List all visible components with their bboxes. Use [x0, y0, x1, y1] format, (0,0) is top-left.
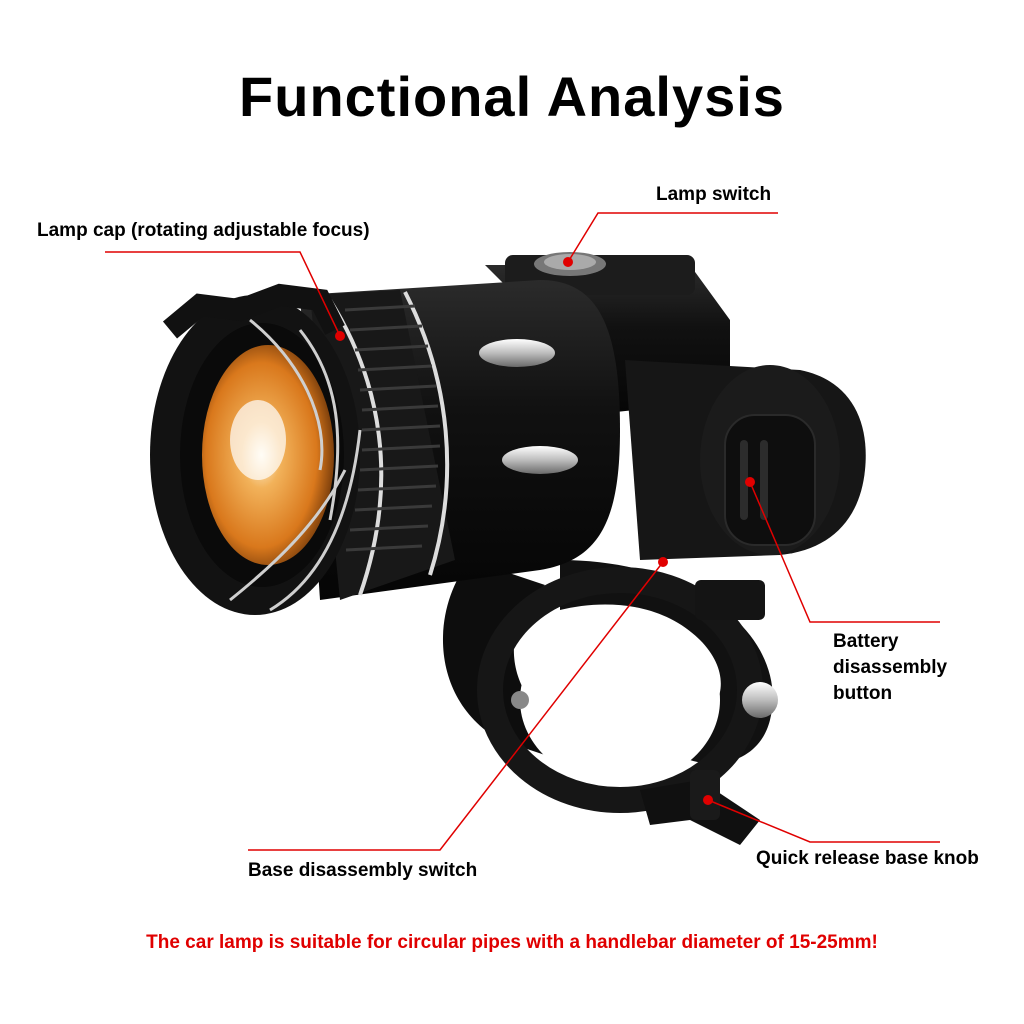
label-lamp-switch: Lamp switch [656, 184, 772, 205]
callout-line-lamp-cap [105, 251, 341, 337]
callout-line-quick-release [707, 799, 940, 843]
handlebar-clamp [442, 560, 778, 813]
compatibility-note: The car lamp is suitable for circular pi… [146, 932, 878, 953]
page-title: Functional Analysis [239, 65, 785, 128]
callout-line-base-switch [248, 561, 664, 851]
lamp-cap [150, 283, 362, 615]
label-battery-line-2: disassembly [833, 657, 948, 678]
quick-release-knob [640, 770, 760, 845]
callout-lines [105, 212, 940, 851]
callout-line-battery [749, 481, 940, 623]
label-battery-button: Battery disassembly button [833, 629, 947, 707]
label-base-switch: Base disassembly switch [248, 860, 478, 881]
label-lamp-cap: Lamp cap (rotating adjustable focus) [37, 220, 370, 241]
label-quick-release: Quick release base knob [756, 848, 979, 869]
callout-line-lamp-switch [567, 212, 778, 263]
label-battery-line-1: Battery [833, 631, 899, 652]
battery-pack [625, 360, 866, 560]
label-battery-line-3: button [833, 683, 893, 704]
callout-dots [335, 257, 755, 805]
